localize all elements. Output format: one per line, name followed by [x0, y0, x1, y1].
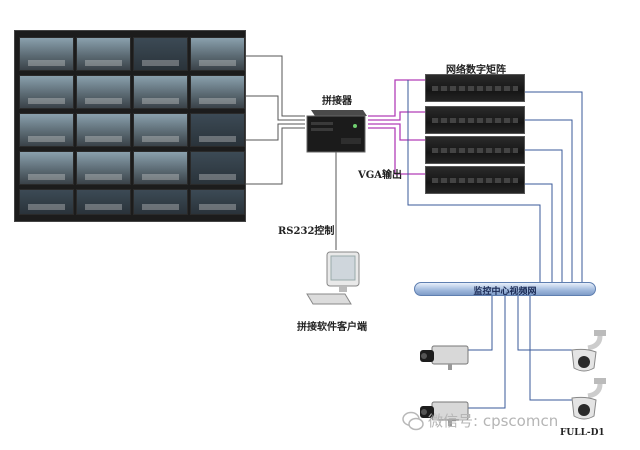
vga-wires	[368, 80, 425, 174]
matrix-unit	[425, 74, 525, 102]
network-label: 监控中心视频网	[415, 284, 595, 297]
wall-screen	[190, 37, 245, 71]
wall-screen	[76, 189, 131, 215]
matrix-unit	[425, 136, 525, 164]
matrix-unit	[425, 166, 525, 194]
wall-screen	[190, 75, 245, 109]
splicer-label: 拼接器	[322, 92, 352, 107]
box-camera-icon	[418, 342, 470, 372]
watermark-text: 微信号: cpscomcn	[428, 410, 558, 431]
monitor-icon	[305, 250, 365, 306]
rs232-label: RS232控制	[278, 222, 334, 237]
dome-camera-icon	[566, 378, 608, 422]
wall-screen	[76, 113, 131, 147]
wall-screen	[190, 151, 245, 185]
network-bus: 监控中心视频网	[414, 282, 596, 296]
wall-screen	[133, 75, 188, 109]
wall-screen	[133, 113, 188, 147]
wall-screen	[133, 189, 188, 215]
wechat-icon	[402, 410, 424, 432]
wall-screen	[19, 189, 74, 215]
wall-screen	[190, 113, 245, 147]
wall-screen	[19, 75, 74, 109]
full-d1-label: FULL-D1	[560, 428, 605, 438]
wall-to-splicer-wires	[244, 56, 305, 184]
splicer-server-icon	[305, 108, 368, 154]
wall-screen	[133, 37, 188, 71]
camera-wires	[468, 296, 572, 408]
wall-screen	[19, 113, 74, 147]
wall-screen	[190, 189, 245, 215]
client-label: 拼接软件客户端	[297, 318, 367, 333]
wall-screen	[19, 151, 74, 185]
video-wall	[14, 30, 246, 222]
wall-screen	[76, 151, 131, 185]
dome-camera-icon	[566, 330, 608, 374]
wall-screen	[76, 37, 131, 71]
wall-screen	[76, 75, 131, 109]
vga-output-label: VGA输出	[358, 166, 402, 181]
wall-screen	[133, 151, 188, 185]
matrix-unit	[425, 106, 525, 134]
wall-screen	[19, 37, 74, 71]
